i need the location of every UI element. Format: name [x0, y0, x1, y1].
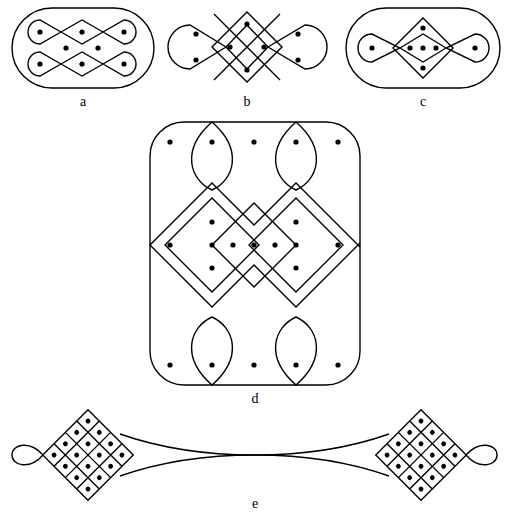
figure-c	[346, 8, 500, 88]
figure-b	[168, 12, 327, 82]
figure-a	[12, 8, 154, 88]
figure-letter: b	[244, 95, 251, 109]
figure-letter: c	[420, 95, 426, 109]
figure-d	[150, 122, 360, 385]
figure-letter: e	[252, 497, 258, 511]
figure-letter: a	[80, 95, 86, 109]
figure-e	[12, 410, 497, 501]
figure-letter: d	[252, 392, 259, 406]
